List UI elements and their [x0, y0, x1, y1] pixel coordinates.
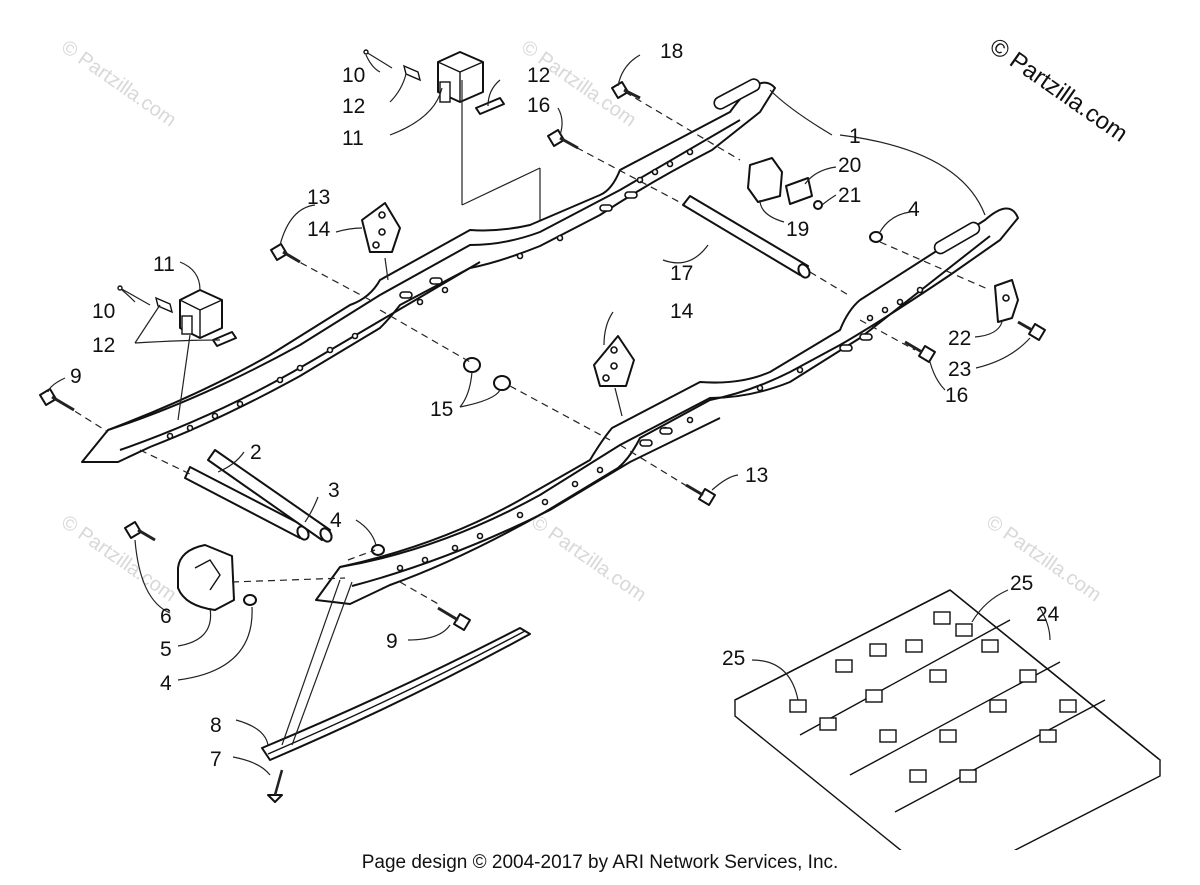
callout-14: 14 — [670, 300, 694, 323]
callout-15: 15 — [430, 398, 453, 421]
bumper-5[interactable] — [177, 544, 235, 611]
bolt-16-lower[interactable] — [904, 340, 936, 363]
stop-block-11-top[interactable] — [437, 51, 484, 103]
pin-10-top[interactable] — [363, 49, 393, 69]
watermark-text: © Partzilla.com — [57, 36, 180, 131]
spacer-15[interactable] — [463, 357, 511, 391]
nut-4-upper-right[interactable] — [869, 231, 883, 243]
watermark-text: © Partzilla.com — [527, 511, 650, 606]
callout-20: 20 — [838, 154, 861, 177]
bracket-22[interactable] — [994, 279, 1019, 323]
callout-22: 22 — [948, 327, 971, 350]
bolt-13-lower[interactable] — [685, 483, 716, 506]
callout-4: 4 — [908, 198, 920, 221]
pin-10-left[interactable] — [117, 285, 151, 306]
callout-1: 1 — [849, 125, 861, 148]
exploded-parts-diagram: © Partzilla.com © Partzilla.com © Partzi… — [39, 33, 1161, 850]
callout-10: 10 — [342, 64, 365, 87]
bolt-6[interactable] — [124, 521, 156, 542]
screw-7[interactable] — [267, 769, 284, 803]
callout-10: 10 — [92, 300, 115, 323]
sleeve-20[interactable] — [785, 177, 813, 205]
callout-3: 3 — [328, 479, 340, 502]
callout-24: 24 — [1036, 603, 1060, 626]
callout-2: 2 — [250, 441, 262, 464]
clip-12-left[interactable] — [154, 296, 237, 347]
callout-4: 4 — [330, 509, 342, 532]
track-24[interactable] — [734, 589, 1161, 850]
front-axle-3[interactable] — [207, 449, 334, 544]
callout-14: 14 — [307, 218, 331, 241]
stop-block-11-left[interactable] — [179, 289, 223, 339]
bolt-18[interactable] — [611, 81, 641, 100]
callout-13: 13 — [307, 186, 330, 209]
bracket-14-lower[interactable] — [593, 335, 635, 387]
bolt-16-upper[interactable] — [547, 129, 579, 150]
callout-18: 18 — [660, 40, 683, 63]
nut-4-axle[interactable] — [371, 544, 385, 556]
callout-16: 16 — [945, 384, 968, 407]
right-slide-rail[interactable] — [315, 207, 1019, 605]
brand-text: © Partzilla.com — [985, 33, 1133, 148]
callout-6: 6 — [160, 605, 172, 628]
callout-25: 25 — [1010, 572, 1033, 595]
callout-4: 4 — [160, 672, 172, 695]
callout-25: 25 — [722, 647, 745, 670]
left-slide-rail[interactable] — [81, 77, 776, 463]
clip-12-top[interactable] — [402, 64, 422, 82]
callout-labels: 1 2 3 4 4 4 5 6 7 8 9 9 10 10 11 11 12 1… — [70, 40, 1060, 771]
wear-strip-8[interactable] — [261, 627, 531, 761]
callout-17: 17 — [670, 262, 693, 285]
copyright-footer: Page design © 2004-2017 by ARI Network S… — [361, 852, 839, 873]
rail-holes — [396, 286, 924, 572]
rail-holes — [166, 148, 694, 440]
bolt-9-lower[interactable] — [437, 606, 471, 631]
bracket-14-upper[interactable] — [361, 202, 401, 253]
callout-13: 13 — [745, 464, 768, 487]
callout-23: 23 — [948, 358, 971, 381]
callout-5: 5 — [160, 638, 172, 661]
clip-12-top-right[interactable] — [475, 97, 505, 115]
callout-9: 9 — [386, 630, 398, 653]
callout-9: 9 — [70, 365, 82, 388]
nut-4-block[interactable] — [243, 594, 257, 606]
track-clips-25[interactable] — [789, 611, 1077, 783]
assembly-lines — [64, 80, 991, 746]
bolt-13-upper[interactable] — [270, 243, 301, 264]
callout-11: 11 — [342, 127, 364, 150]
callout-21: 21 — [838, 184, 861, 207]
slider-block-19[interactable] — [747, 157, 783, 203]
callout-12: 12 — [342, 95, 365, 118]
callout-19: 19 — [786, 218, 809, 241]
watermark-text: © Partzilla.com — [982, 511, 1105, 606]
callout-leaders — [47, 54, 1051, 776]
callout-12: 12 — [92, 334, 115, 357]
bolt-23[interactable] — [1017, 320, 1046, 341]
watermark-text: © Partzilla.com — [57, 511, 180, 606]
callout-8: 8 — [210, 714, 222, 737]
cross-shaft-17[interactable] — [682, 195, 812, 280]
callout-16: 16 — [527, 94, 550, 117]
callout-12: 12 — [527, 64, 550, 87]
nut-21[interactable] — [813, 200, 823, 210]
callout-11: 11 — [153, 253, 175, 276]
callout-7: 7 — [210, 748, 222, 771]
